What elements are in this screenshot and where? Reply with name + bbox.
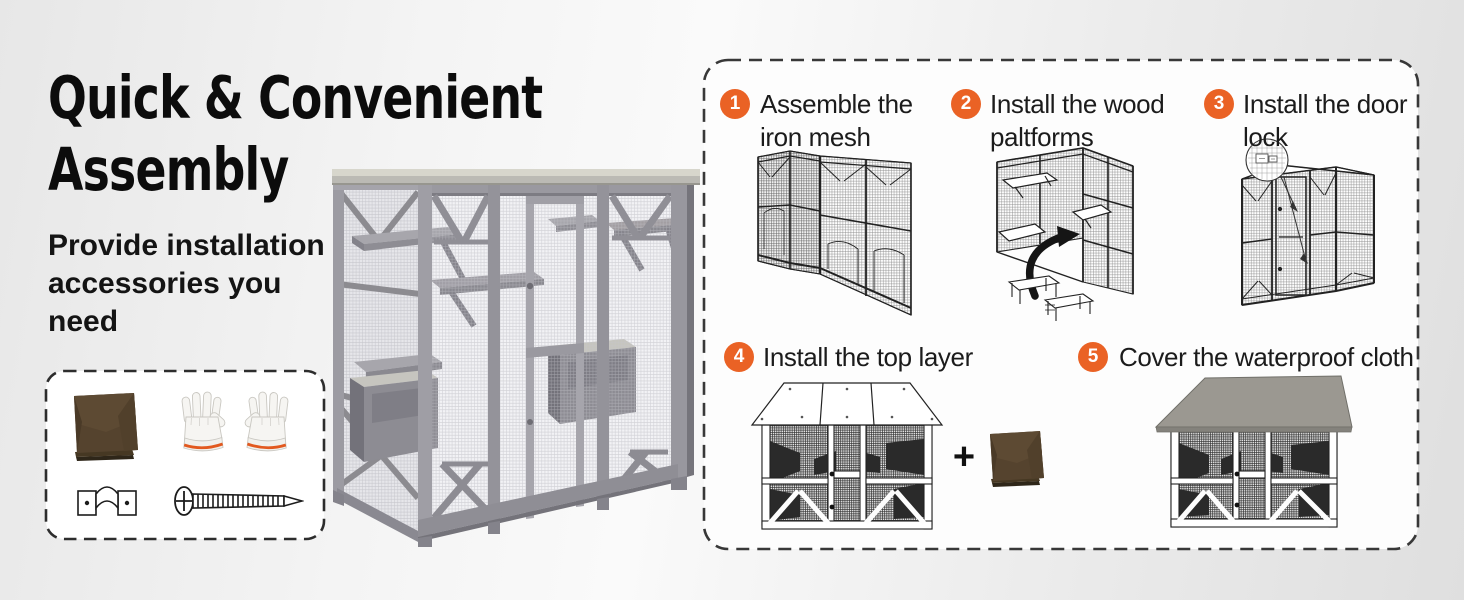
step-4-badge: 4: [724, 342, 754, 372]
gloves-icon: [181, 391, 289, 452]
step-4-number: 4: [733, 346, 745, 367]
step-5-label: Cover the waterproof cloth: [1119, 342, 1414, 372]
mounting-bracket-icon: [77, 486, 137, 516]
page-subtitle: Provide installation accessories you nee…: [48, 229, 325, 338]
step-4-illustration: [750, 382, 944, 530]
step-5-badge: 5: [1078, 342, 1108, 372]
step-3-label: Install the door lock: [1243, 89, 1408, 152]
step-1-number: 1: [729, 93, 741, 114]
step-1-badge: 1: [720, 89, 750, 119]
step-3-illustration: [1241, 138, 1375, 306]
step-5-illustration: [1155, 375, 1353, 528]
page-title: Quick & Convenient Assembly: [48, 62, 686, 206]
step-5-number: 5: [1087, 346, 1099, 367]
step-2-label: Install the wood paltforms: [990, 89, 1165, 152]
screw-icon: [174, 486, 304, 516]
step-2-illustration: [996, 147, 1134, 321]
catio-product-image: [332, 169, 700, 547]
step-1-illustration: [757, 150, 912, 316]
page-title-line1: Quick & Convenient: [48, 63, 543, 132]
step-4-cloth-icon: [990, 431, 1044, 487]
step-2-badge: 2: [951, 89, 981, 119]
step-4-label: Install the top layer: [763, 342, 973, 372]
waterproof-cloth-icon: [74, 393, 138, 461]
plus-sign: +: [952, 436, 976, 478]
step-2-number: 2: [960, 93, 972, 114]
step-3-badge: 3: [1204, 89, 1234, 119]
step-1-label: Assemble the iron mesh: [760, 89, 913, 152]
page-title-line2: Assembly: [48, 135, 289, 204]
step-3-number: 3: [1213, 93, 1225, 114]
